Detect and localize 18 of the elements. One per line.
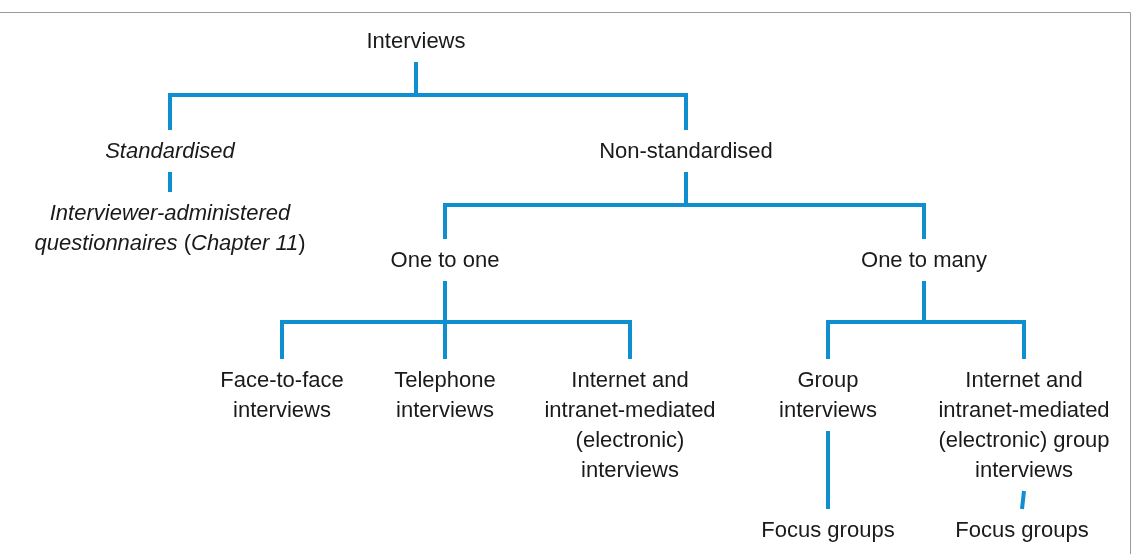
node-label: Interviews	[365, 27, 467, 55]
connector-line	[684, 172, 926, 239]
node-label: Internet and intranet-mediated (electronic) group interviews	[937, 366, 1111, 484]
node-label: Focus groups	[760, 516, 896, 544]
node-label: Group interviews	[778, 366, 878, 424]
node-label: Interviewer-administered questionnaires (Chapter 11)	[33, 199, 307, 257]
connector-line	[1020, 490, 1026, 510]
node-label: Standardised	[104, 137, 237, 165]
node-label: Focus groups	[954, 516, 1090, 544]
connector-line	[168, 172, 172, 192]
node-label: Non-standardised	[598, 137, 774, 165]
connector-line	[826, 431, 830, 509]
node-label: One to one	[389, 246, 501, 274]
node-label: Telephone interviews	[393, 366, 497, 424]
connector-line	[414, 62, 688, 130]
node-label: One to many	[860, 246, 988, 274]
node-label: Face-to-face interviews	[219, 366, 345, 424]
node-label: Internet and intranet-mediated (electronic) interviews	[543, 366, 717, 484]
